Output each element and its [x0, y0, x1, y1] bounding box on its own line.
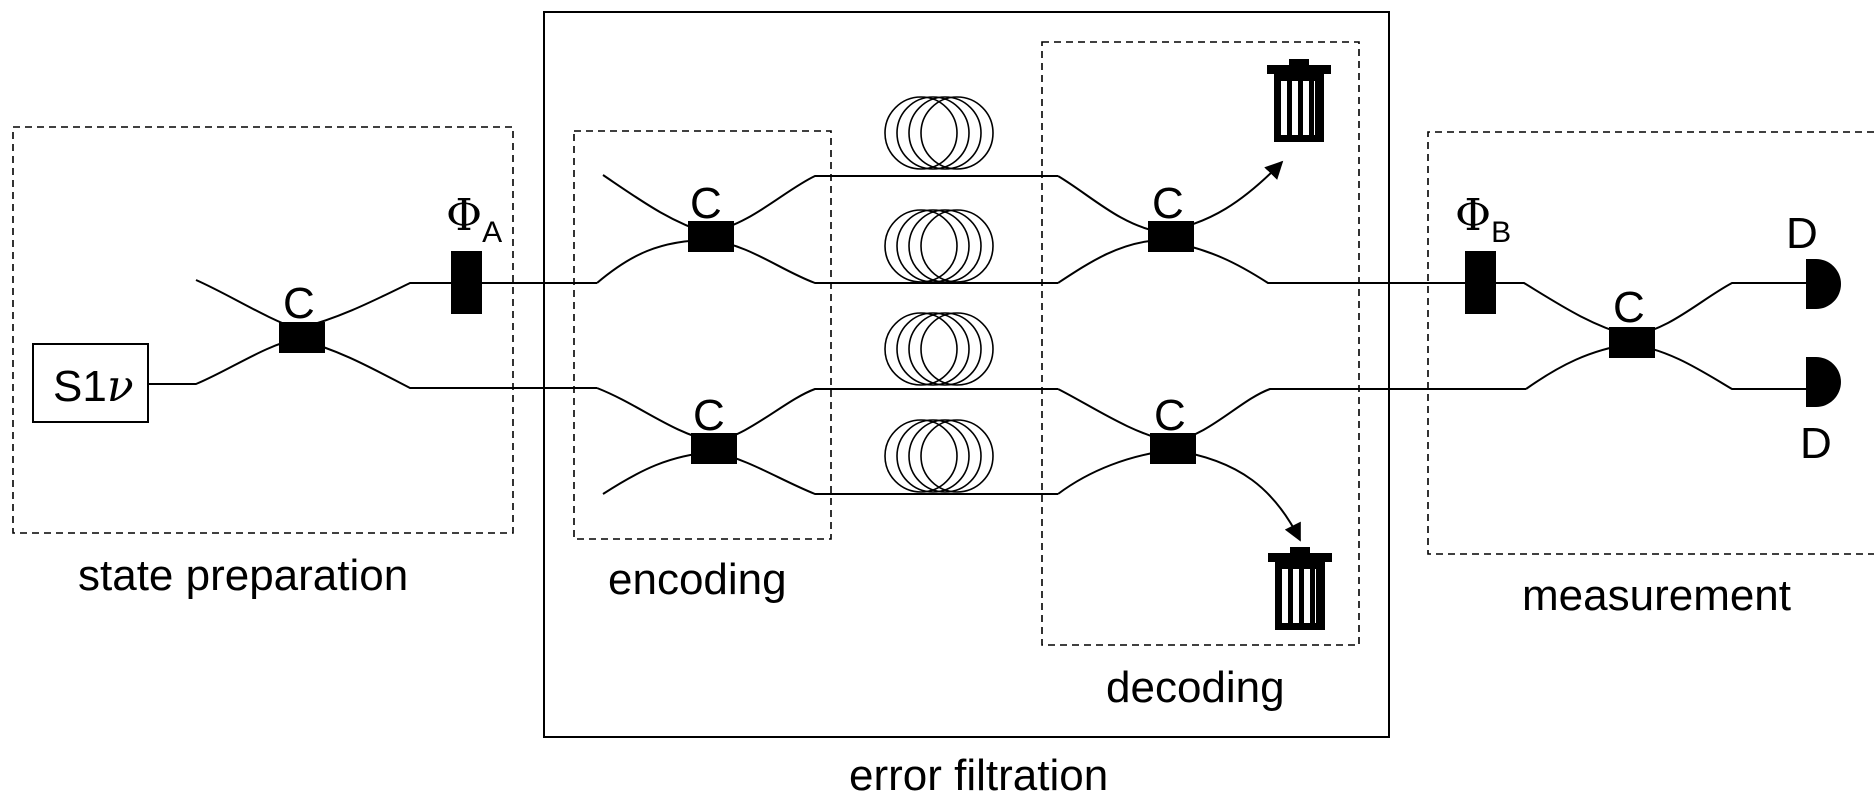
source-fiber — [148, 337, 301, 385]
decoding-caption: decoding — [1106, 663, 1285, 712]
fiber-spool-1 — [884, 96, 994, 170]
prep-coupler-output-bottom — [299, 339, 597, 389]
dec-bot-coupler-label: C — [1154, 391, 1186, 440]
enc-top-coupler — [688, 221, 734, 252]
dec-top-in-1 — [1057, 175, 1161, 233]
phase-b-label: ΦB — [1455, 190, 1511, 249]
decoding-box — [1041, 41, 1360, 646]
fiber-spool-4 — [884, 419, 994, 493]
fiber-spool-2 — [884, 209, 994, 283]
error-filtration-caption: error filtration — [849, 751, 1108, 800]
dec-bot-out-1 — [1171, 388, 1526, 443]
enc-top-out-1 — [709, 175, 1058, 233]
meas-coupler-label: C — [1613, 283, 1645, 332]
dec-top-out-2 — [1159, 239, 1466, 284]
photodetector-icon-bottom — [1806, 357, 1841, 407]
state-preparation-caption: state preparation — [78, 551, 408, 600]
dec-top-coupler-label: C — [1152, 179, 1184, 228]
prep-coupler — [279, 322, 325, 353]
prep-coupler-label: C — [283, 279, 315, 328]
phase-a-label: ΦA — [446, 190, 502, 249]
meas-out-2 — [1629, 343, 1806, 390]
enc-bot-out-2 — [713, 451, 1058, 495]
enc-bot-coupler-label: C — [693, 391, 725, 440]
source-label: S1ν — [53, 361, 134, 412]
enc-top-coupler-label: C — [690, 179, 722, 228]
enc-top-out-2 — [709, 239, 1058, 284]
meas-coupler — [1609, 327, 1655, 358]
detector-bottom-label: D — [1800, 419, 1832, 468]
photodetector-icon-top — [1806, 259, 1841, 309]
dec-bot-coupler — [1150, 433, 1196, 464]
detector-top-label: D — [1786, 209, 1818, 258]
trash-can-icon-top — [1267, 59, 1331, 142]
dec-top-coupler — [1148, 221, 1194, 252]
trash-can-icon-bottom — [1268, 547, 1332, 630]
phase-modulator-a — [451, 251, 482, 314]
error-filtration-box — [543, 11, 1390, 738]
enc-bot-out-1 — [713, 388, 1058, 443]
meas-out-1 — [1629, 282, 1806, 337]
prep-coupler-output-top — [299, 282, 456, 329]
fiber-spool-3 — [884, 312, 994, 386]
enc-bot-coupler — [691, 433, 737, 464]
measurement-caption: measurement — [1522, 571, 1791, 620]
phase-modulator-b — [1465, 251, 1496, 314]
source-box — [32, 343, 149, 423]
encoding-caption: encoding — [608, 555, 787, 604]
measurement-box — [1427, 131, 1874, 555]
state-preparation-box — [12, 126, 514, 534]
dec-top-in-2 — [1057, 239, 1161, 284]
encoding-box — [573, 130, 832, 540]
